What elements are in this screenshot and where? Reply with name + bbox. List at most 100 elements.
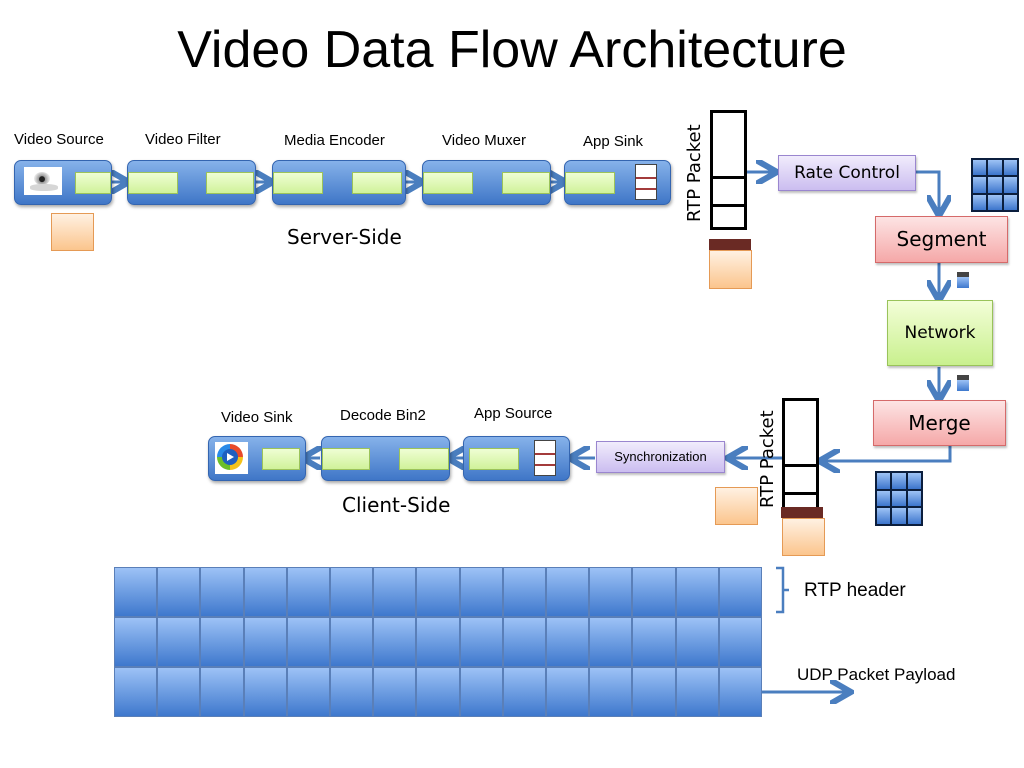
rtp-packet-stack [710,110,747,230]
payload-cell [675,667,719,717]
payload-cell [200,667,244,717]
stage-video-source[interactable] [14,160,112,205]
payload-cell [114,667,158,717]
payload-cell [675,617,719,667]
payload-cell [502,667,546,717]
payload-cell [546,667,590,717]
payload-cell [330,667,374,717]
segment-packet-icon [957,272,969,288]
payload-cell [459,667,503,717]
sink-pad [423,172,473,194]
payload-cell [546,617,590,667]
sink-pad [565,172,615,194]
payload-cell [243,617,287,667]
payload-cell [589,667,633,717]
payload-cell [502,617,546,667]
media-player-icon [215,442,248,474]
stage-video-muxer[interactable] [422,160,551,205]
rtp-header-cell [502,567,546,617]
payload-cell [157,667,201,717]
rtp-header-cell [416,567,460,617]
src-pad [75,172,111,194]
page-title: Video Data Flow Architecture [177,21,847,79]
stage-video-sink[interactable] [208,436,306,481]
rtp-payload-chunk [709,250,752,289]
payload-cell [589,617,633,667]
stage-video-filter[interactable] [127,160,256,205]
rate-control-box[interactable]: Rate Control [778,155,916,191]
rtp-header-label: RTP header [804,580,906,601]
packet-format-grid [114,567,762,717]
payload-cell [416,617,460,667]
stage-label-video-muxer: Video Muxer [442,132,526,149]
frame-grid-icon [875,471,923,526]
payload-cell [718,617,762,667]
stage-app-sink[interactable] [564,160,671,205]
stage-label-video-source: Video Source [14,131,104,148]
sink-pad [273,172,323,194]
webcam-icon [24,167,62,195]
buffer-icon [635,164,657,200]
payload-cell [243,667,287,717]
rtp-header-cell [589,567,633,617]
network-packet-icon [957,375,969,391]
payload-cell [200,617,244,667]
rtp-header-cell [330,567,374,617]
rtp-packet-stack [782,398,819,516]
stage-label-video-filter: Video Filter [145,131,221,148]
rtp-payload-chunk [782,518,825,556]
stage-label-app-source: App Source [474,405,553,422]
rtp-header-cell [632,567,676,617]
src-pad [206,172,254,194]
stage-label-app-sink: App Sink [583,133,644,150]
stage-label-video-sink: Video Sink [221,409,293,426]
stage-label-decode-bin2: Decode Bin2 [340,407,426,424]
udp-payload-label: UDP Packet Payload [797,665,956,684]
merge-box[interactable]: Merge [873,400,1006,446]
src-pad [352,172,402,194]
src-pad [502,172,550,194]
stage-label-media-encoder: Media Encoder [284,132,385,149]
src-pad [469,448,519,470]
segment-box[interactable]: Segment [875,216,1008,263]
rtp-header-brace [776,566,789,614]
data-chunk-raw [51,213,94,251]
rtp-header-cell [546,567,590,617]
payload-cell [459,617,503,667]
payload-cell [632,667,676,717]
stage-media-encoder[interactable] [272,160,406,205]
stage-decode-bin2[interactable] [321,436,450,481]
sink-pad [262,448,300,470]
payload-cell [632,617,676,667]
payload-cell [286,667,330,717]
payload-cell [330,617,374,667]
payload-cell [286,617,330,667]
rtp-header-cell [459,567,503,617]
rtp-header-bar [709,239,751,250]
data-chunk-received [715,487,758,525]
payload-cell [373,667,417,717]
buffer-icon [534,440,556,476]
payload-cell [416,667,460,717]
stage-app-source[interactable] [463,436,570,481]
server-side-label: Server-Side [287,225,402,249]
rtp-header-cell [114,567,158,617]
rtp-header-cell [243,567,287,617]
rtp-header-bar [781,507,823,518]
network-box[interactable]: Network [887,300,993,366]
rtp-header-cell [718,567,762,617]
rtp-header-cell [675,567,719,617]
rtp-header-cell [286,567,330,617]
arrow-ratecontrol-segment [915,170,939,213]
rtp-header-cell [373,567,417,617]
client-side-label: Client-Side [342,493,451,517]
payload-cell [157,617,201,667]
sink-pad [128,172,178,194]
rtp-header-cell [157,567,201,617]
synchronization-box[interactable]: Synchronization [596,441,725,473]
rtp-header-cell [200,567,244,617]
rtp-packet-label: RTP Packet [757,410,778,508]
frame-grid-icon [971,158,1019,212]
payload-cell [114,617,158,667]
